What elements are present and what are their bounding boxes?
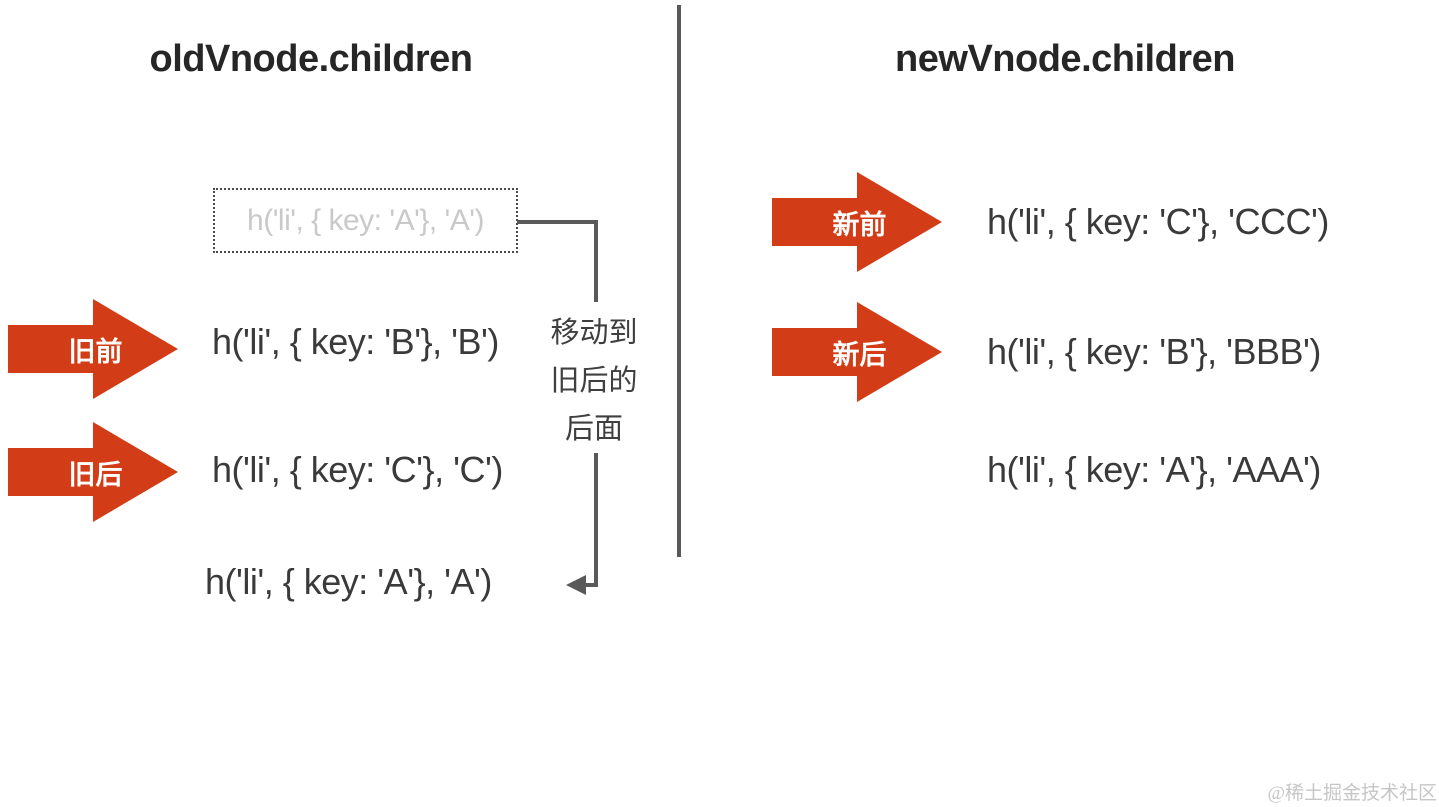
old-front-pointer-label: 旧前 (68, 336, 123, 367)
right-block-arrow-icon (772, 302, 942, 402)
right-block-arrow-icon (772, 172, 942, 272)
new-front-pointer-arrow: 新前 (772, 172, 942, 272)
new-node-c-text: h('li', { key: 'C'}, 'CCC') (987, 201, 1329, 242)
arrowhead-left-icon (566, 575, 586, 595)
move-note-line-3: 后面 (564, 413, 623, 445)
old-node-c-text: h('li', { key: 'C'}, 'C') (212, 449, 503, 490)
move-note-line-1: 移动到 (550, 317, 638, 349)
move-note-text: 移动到 旧后的 后面 (546, 309, 642, 453)
old-node-a-text: h('li', { key: 'A'}, 'A') (205, 561, 492, 602)
new-node-b-text: h('li', { key: 'B'}, 'BBB') (987, 331, 1321, 372)
column-divider-line (677, 5, 681, 557)
old-front-pointer-arrow: 旧前 (8, 299, 178, 399)
right-block-arrow-icon (8, 422, 178, 522)
watermark-text: @稀土掘金技术社区 (1267, 783, 1438, 804)
new-front-pointer-label: 新前 (832, 209, 887, 240)
new-children-title: newVnode.children (895, 38, 1235, 80)
new-back-pointer-label: 新后 (832, 339, 887, 370)
new-back-pointer-arrow: 新后 (772, 302, 942, 402)
right-block-arrow-icon (8, 299, 178, 399)
old-node-a-ghost-text: h('li', { key: 'A'}, 'A') (247, 204, 484, 237)
old-node-b-text: h('li', { key: 'B'}, 'B') (212, 321, 499, 362)
old-node-a-ghost-box: h('li', { key: 'A'}, 'A') (213, 188, 518, 253)
old-back-pointer-arrow: 旧后 (8, 422, 178, 522)
old-children-title: oldVnode.children (149, 38, 473, 80)
new-node-a-text: h('li', { key: 'A'}, 'AAA') (987, 449, 1321, 490)
move-note-line-2: 旧后的 (550, 365, 638, 397)
old-back-pointer-label: 旧后 (68, 459, 123, 490)
